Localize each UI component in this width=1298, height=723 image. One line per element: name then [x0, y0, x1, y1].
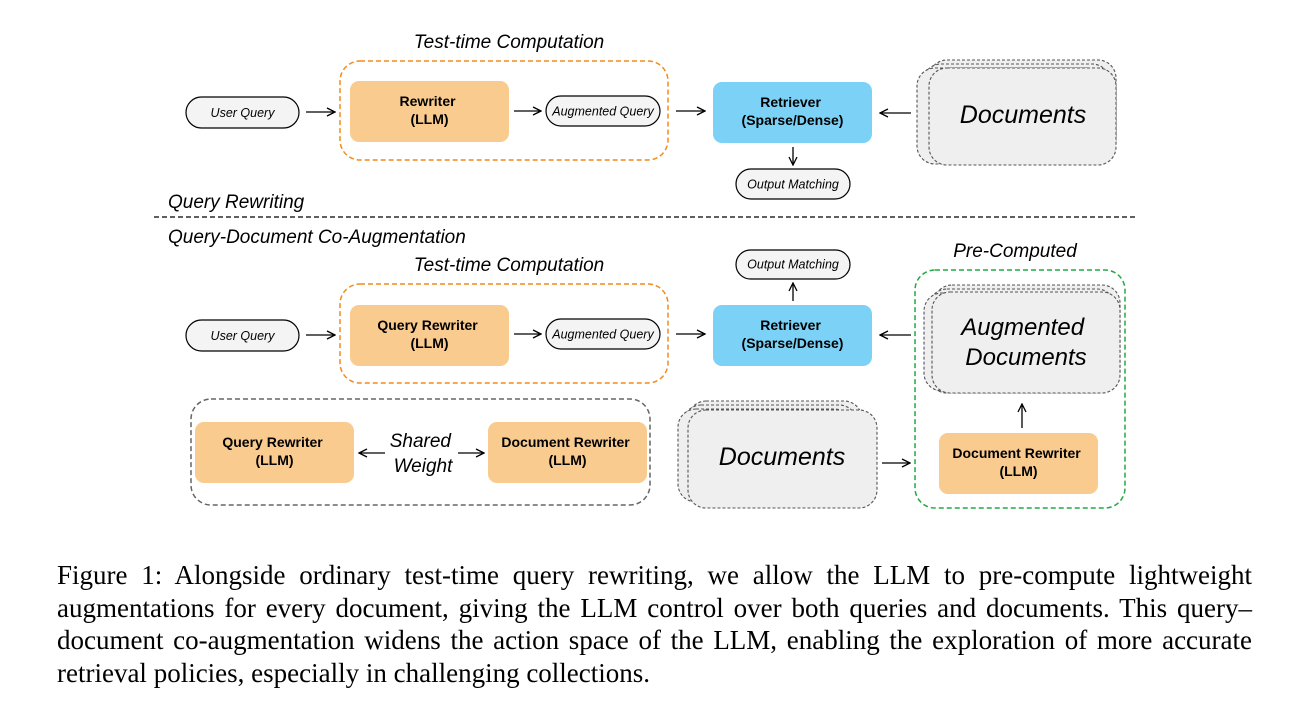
svg-text:Document Rewriter (LLM): Document Rewriter (LLM) — [952, 445, 1084, 479]
shared-query-rewriter-node: Query Rewriter (LLM) — [195, 422, 354, 483]
svg-text:Shared Weight: Shared Weight — [390, 431, 457, 477]
top-rewriter-title: Rewriter — [400, 93, 457, 109]
co-augmentation-section-label: Query-Document Co-Augmentation — [168, 227, 466, 248]
svg-text:Augmented Documents: Augmented Documents — [959, 314, 1090, 371]
pre-computed-region — [914, 269, 1126, 509]
svg-text:Query Rewriter (LLM): Query Rewriter (LLM) — [377, 317, 481, 351]
top-retriever-title: Retriever — [760, 94, 821, 110]
document-rewriter-subtitle: (LLM) — [999, 463, 1037, 479]
svg-text:Retriever (Sparse/Dense): Retriever (Sparse/Dense) — [742, 94, 844, 128]
top-documents-label: Documents — [960, 101, 1086, 129]
query-rewriting-section-label: Query Rewriting — [168, 192, 305, 213]
bottom-augmented-query-node: Augmented Query — [545, 318, 661, 350]
pre-computed-label: Pre-Computed — [953, 241, 1078, 262]
bottom-retriever-node: Retriever (Sparse/Dense) — [713, 305, 872, 366]
bottom-test-time-label: Test-time Computation — [414, 255, 604, 276]
bottom-documents-label: Documents — [719, 443, 845, 471]
bottom-output-matching-node: Output Matching — [735, 249, 851, 280]
svg-text:Rewriter (LLM): Rewriter (LLM) — [400, 93, 460, 127]
document-rewriter-title: Document Rewriter — [952, 445, 1081, 461]
augmented-documents-line2: Documents — [965, 344, 1086, 371]
svg-text:Document Rewriter (LLM): Document Rewriter (LLM) — [501, 434, 633, 468]
top-retriever-subtitle: (Sparse/Dense) — [742, 112, 844, 128]
bottom-retriever-subtitle: (Sparse/Dense) — [742, 335, 844, 351]
bottom-test-time-region — [339, 283, 669, 384]
bottom-documents-stack: Documents — [677, 400, 878, 509]
svg-text:Retriever (Sparse/Dense): Retriever (Sparse/Dense) — [742, 317, 844, 351]
shared-document-rewriter-node: Document Rewriter (LLM) — [488, 422, 647, 483]
shared-query-rewriter-title: Query Rewriter — [222, 434, 323, 450]
top-augmented-query-node: Augmented Query — [545, 95, 661, 127]
bottom-output-matching-label: Output Matching — [747, 258, 839, 272]
shared-document-rewriter-title: Document Rewriter — [501, 434, 630, 450]
top-augmented-query-label: Augmented Query — [551, 105, 654, 119]
figure-caption: Figure 1: Alongside ordinary test-time q… — [57, 560, 1252, 688]
bottom-augmented-query-label: Augmented Query — [551, 328, 654, 342]
bottom-retriever-title: Retriever — [760, 317, 821, 333]
shared-weight-line2: Weight — [394, 456, 454, 477]
bottom-user-query-node: User Query — [185, 319, 300, 352]
shared-document-rewriter-subtitle: (LLM) — [548, 452, 586, 468]
top-output-matching-label: Output Matching — [747, 178, 839, 192]
top-documents-stack: Documents — [916, 59, 1117, 166]
shared-weight-line1: Shared — [390, 431, 453, 452]
top-test-time-label: Test-time Computation — [414, 32, 604, 53]
top-user-query-label: User Query — [211, 106, 276, 120]
shared-query-rewriter-subtitle: (LLM) — [255, 452, 293, 468]
pre-computed-document-rewriter-node: Document Rewriter (LLM) — [939, 433, 1098, 494]
top-rewriter-node: Rewriter (LLM) — [350, 81, 509, 142]
bottom-query-rewriter-node: Query Rewriter (LLM) — [350, 305, 509, 366]
top-rewriter-subtitle: (LLM) — [410, 111, 448, 127]
shared-weight-region — [190, 398, 651, 506]
bottom-user-query-label: User Query — [211, 329, 276, 343]
top-retriever-node: Retriever (Sparse/Dense) — [713, 82, 872, 143]
top-test-time-region — [339, 60, 669, 161]
augmented-documents-line1: Augmented — [959, 314, 1084, 341]
pipeline-diagram: Test-time Computation User Query Rewrite… — [154, 32, 1138, 509]
augmented-documents-stack: Augmented Documents — [923, 284, 1121, 394]
bottom-query-rewriter-title: Query Rewriter — [377, 317, 478, 333]
bottom-query-rewriter-subtitle: (LLM) — [410, 335, 448, 351]
top-output-matching-node: Output Matching — [735, 168, 851, 200]
svg-text:Query Rewriter (LLM): Query Rewriter (LLM) — [222, 434, 326, 468]
top-user-query-node: User Query — [185, 96, 300, 129]
